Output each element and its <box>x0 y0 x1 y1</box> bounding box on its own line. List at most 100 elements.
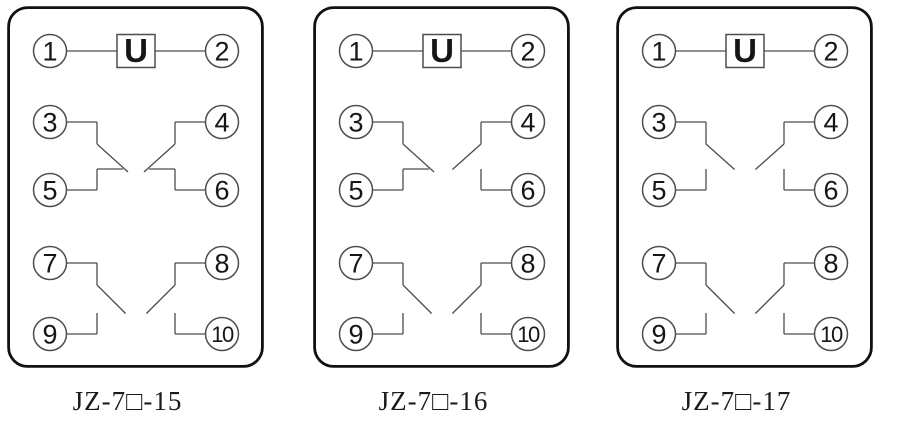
contact-4-6-no: 46 <box>754 104 849 208</box>
terminal-circle-1 <box>338 33 374 69</box>
coil-group: 1 2 U <box>338 32 546 69</box>
terminal-circle-4 <box>813 104 849 140</box>
terminal-circle-1 <box>32 33 68 69</box>
terminal-number-5: 5 <box>42 176 57 206</box>
contact-8-10-no: 8 10 <box>451 245 546 352</box>
contact-blade <box>451 143 482 170</box>
relay-outline <box>7 6 264 368</box>
terminal-number-5: 5 <box>651 176 666 206</box>
terminal-number-10: 10 <box>517 322 540 347</box>
contact-blade <box>143 143 176 173</box>
relay-model-label: JZ-7□-15 <box>72 386 183 416</box>
terminal-circle-8 <box>510 245 546 281</box>
terminal-number-2: 2 <box>214 37 229 67</box>
terminal-circle-2 <box>813 33 849 69</box>
coil-group: 1 2 U <box>641 32 849 69</box>
terminal-circle-7 <box>32 245 68 281</box>
terminal-circle-3 <box>32 104 68 140</box>
contact-blade <box>754 143 785 170</box>
terminal-number-4: 4 <box>214 108 229 138</box>
terminal-circle-10 <box>813 316 849 352</box>
terminal-circle-3 <box>338 104 374 140</box>
contact-blade <box>96 284 127 314</box>
contact-blade <box>705 284 736 314</box>
coil-box <box>725 33 765 69</box>
coil-symbol: U <box>733 32 757 69</box>
relay-outline <box>313 6 570 368</box>
contact-8-10-no: 8 10 <box>145 245 240 352</box>
terminal-number-8: 8 <box>520 249 535 279</box>
contact-4-6-nc: 46 <box>143 104 240 208</box>
terminal-number-2: 2 <box>520 37 535 67</box>
terminal-circle-2 <box>510 33 546 69</box>
relay-model-label: JZ-7□-16 <box>378 386 489 416</box>
terminal-number-6: 6 <box>823 176 838 206</box>
contact-3-5-nc: 35 <box>32 104 129 208</box>
contact-7-9-no: 79 <box>338 245 433 352</box>
terminal-circle-9 <box>641 316 677 352</box>
coil-symbol: U <box>430 32 454 69</box>
terminal-circle-10 <box>510 316 546 352</box>
contact-3-5-no: 35 <box>641 104 736 208</box>
relay-outline <box>616 6 873 368</box>
contact-3-5-nc: 35 <box>338 104 435 208</box>
terminal-number-6: 6 <box>214 176 229 206</box>
terminal-circle-4 <box>204 104 240 140</box>
terminal-number-1: 1 <box>651 37 666 67</box>
contact-blade <box>402 143 435 173</box>
contact-7-9-no: 79 <box>641 245 736 352</box>
contact-blade <box>96 143 129 173</box>
terminal-circle-9 <box>32 316 68 352</box>
terminal-circle-6 <box>510 172 546 208</box>
terminal-circle-3 <box>641 104 677 140</box>
contact-blade <box>705 143 736 170</box>
coil-box <box>116 33 156 69</box>
relay-model-label: JZ-7□-17 <box>681 386 792 416</box>
coil-box <box>422 33 462 69</box>
contact-blade <box>451 284 482 314</box>
coil-symbol: U <box>124 32 148 69</box>
terminal-circle-1 <box>641 33 677 69</box>
terminal-circle-5 <box>32 172 68 208</box>
terminal-circle-5 <box>641 172 677 208</box>
contact-blade <box>754 284 785 314</box>
terminal-circle-2 <box>204 33 240 69</box>
terminal-number-1: 1 <box>348 37 363 67</box>
terminal-number-2: 2 <box>823 37 838 67</box>
terminal-number-7: 7 <box>42 249 57 279</box>
terminal-number-10: 10 <box>211 322 234 347</box>
terminal-number-9: 9 <box>348 320 363 350</box>
terminal-number-5: 5 <box>348 176 363 206</box>
terminal-circle-6 <box>204 172 240 208</box>
terminal-number-8: 8 <box>214 249 229 279</box>
terminal-number-10: 10 <box>820 322 843 347</box>
terminal-circle-7 <box>338 245 374 281</box>
terminal-circle-8 <box>204 245 240 281</box>
terminal-number-9: 9 <box>42 320 57 350</box>
terminal-circle-5 <box>338 172 374 208</box>
terminal-circle-7 <box>641 245 677 281</box>
terminal-number-7: 7 <box>348 249 363 279</box>
terminal-circle-9 <box>338 316 374 352</box>
contact-blade <box>402 284 433 314</box>
contact-4-6-no: 46 <box>451 104 546 208</box>
terminal-number-7: 7 <box>651 249 666 279</box>
terminal-number-4: 4 <box>520 108 535 138</box>
contact-blade <box>145 284 176 314</box>
terminal-number-3: 3 <box>651 108 666 138</box>
contact-8-10-no: 810 <box>754 245 849 352</box>
terminal-circle-6 <box>813 172 849 208</box>
contact-7-9-no: 79 <box>32 245 127 352</box>
terminal-number-9: 9 <box>651 320 666 350</box>
coil-group: 1 2 U <box>32 32 240 69</box>
terminal-number-4: 4 <box>823 108 838 138</box>
terminal-number-3: 3 <box>348 108 363 138</box>
terminal-number-1: 1 <box>42 37 57 67</box>
terminal-circle-4 <box>510 104 546 140</box>
terminal-number-6: 6 <box>520 176 535 206</box>
